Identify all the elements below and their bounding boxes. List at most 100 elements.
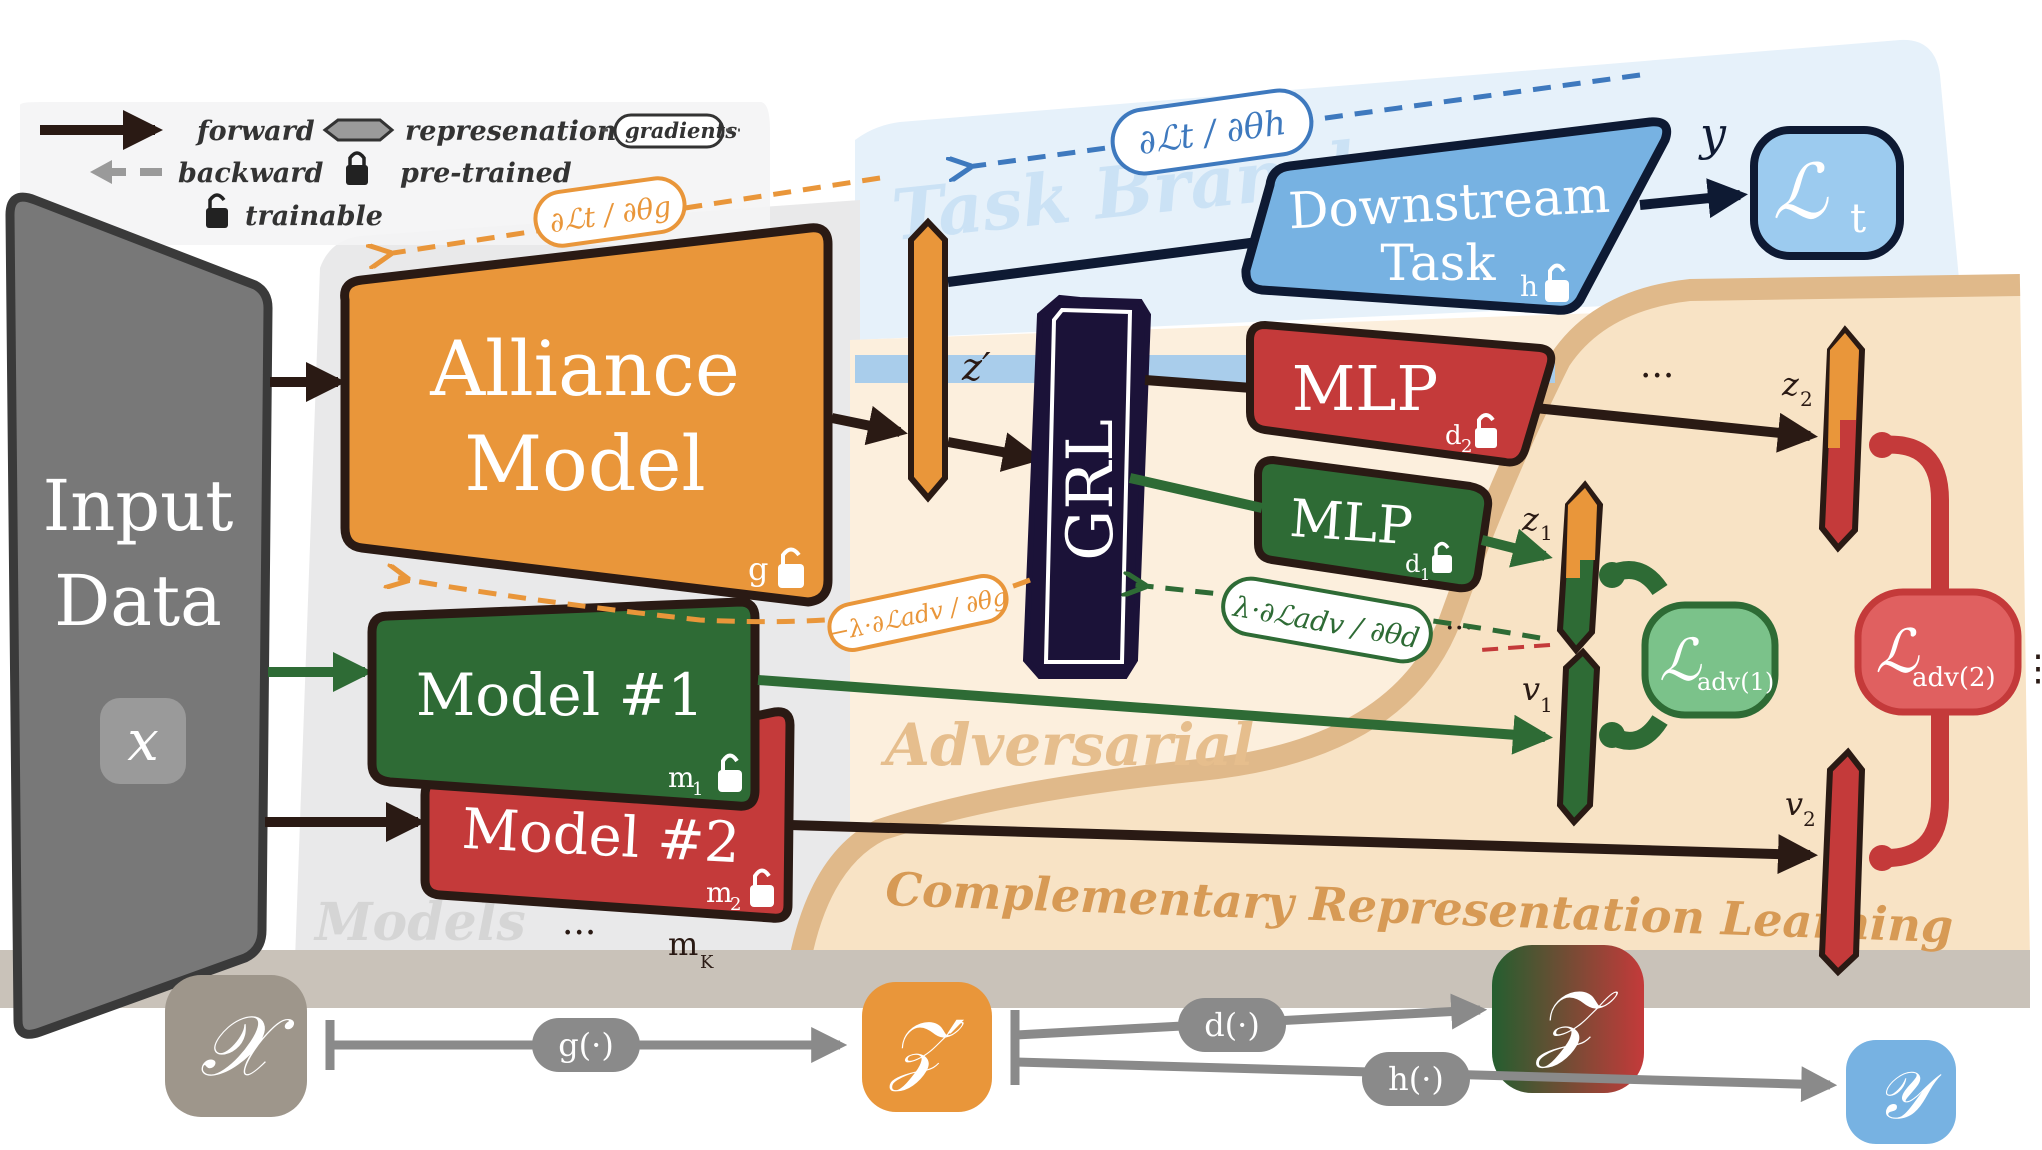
unlock-icon <box>206 193 228 228</box>
mlp-d2-idx: 2 <box>1461 436 1472 457</box>
v1-representation <box>1556 647 1601 827</box>
loss-adv1-box <box>1641 601 1779 719</box>
arrow-downstream-to-lt <box>1639 178 1748 219</box>
z1-label: z <box>1521 500 1540 538</box>
v2-representation <box>1818 747 1866 977</box>
model-k-idx: K <box>700 952 714 973</box>
model1-label: Model #1 <box>416 661 704 729</box>
alliance-model-line1: Alliance <box>429 324 740 413</box>
arrow-zprime-to-downstream <box>947 237 1259 287</box>
legend-backward-head <box>90 160 112 184</box>
y-label: y <box>1698 107 1727 161</box>
map-h-label: h(·) <box>1388 1060 1444 1098</box>
unlock-icon <box>1545 263 1569 302</box>
alliance-model-sub: g <box>748 550 768 588</box>
model1-idx: 1 <box>692 779 703 800</box>
grad-adv-d-red-dash <box>1479 643 1551 652</box>
legend-representation-icon <box>322 118 395 142</box>
space-z-box <box>1492 945 1644 1093</box>
grad-adv-g-pill <box>827 574 1009 652</box>
unlock-icon <box>718 753 742 792</box>
loss-adv2-symbol: ℒ <box>1875 617 1920 687</box>
map-h-pill <box>1362 1052 1470 1106</box>
alliance-model-line2: Model <box>464 419 706 508</box>
unlock-icon <box>778 547 804 588</box>
v2-label: v <box>1785 785 1803 823</box>
mlp-d2-block <box>1246 320 1556 467</box>
mlp-d1-label: MLP <box>1288 489 1415 557</box>
model2-sub: m <box>706 876 733 909</box>
map-g-label: g(·) <box>558 1026 614 1064</box>
unlock-icon <box>750 868 774 907</box>
adv2-connector-dot-top <box>1869 432 1895 458</box>
input-var-box <box>100 698 186 784</box>
grad-adv-d-pill <box>1221 576 1433 664</box>
grl-block <box>1022 294 1152 679</box>
arrow-mlp-d1-to-z1 <box>1480 528 1553 568</box>
grl-label: GRL <box>1054 419 1128 561</box>
space-zprime-box <box>862 982 992 1112</box>
z2-label: z <box>1781 365 1800 403</box>
loss-adv2-box <box>1854 588 2022 716</box>
arrow-model1-to-v1 <box>757 675 1553 755</box>
loss-task-index: t <box>1850 196 1866 242</box>
mlp-d2-label: MLP <box>1292 352 1438 425</box>
input-data-block <box>5 192 273 1039</box>
z-prime-label: z′ <box>961 345 991 389</box>
adv2-connector-dot-bottom <box>1869 845 1895 871</box>
arrow-grl-to-mlp-d1 <box>1128 473 1264 513</box>
adv1-connector-dot-top <box>1599 562 1625 588</box>
unlock-icon <box>1432 541 1452 573</box>
input-var-label: x <box>127 709 159 774</box>
space-y-box <box>1846 1040 1956 1144</box>
model2-label: Model #2 <box>460 797 741 876</box>
lock-icon <box>346 151 368 185</box>
bottom-ground-band <box>0 950 2030 1008</box>
input-data-line2: Data <box>54 560 222 642</box>
z1-idx: 1 <box>1540 521 1553 545</box>
mlp-d1-idx: 1 <box>1420 565 1430 584</box>
loss-task-symbol: ℒ <box>1773 147 1830 236</box>
legend-trainable-label: trainable <box>245 201 383 232</box>
model-k-sub: m <box>668 925 698 963</box>
space-zprime-label: 𝒵′ <box>887 1004 964 1093</box>
downstream-line2: Task <box>1380 234 1496 292</box>
legend-pretrained-label: pre-trained <box>400 158 572 189</box>
loss-adv1-index: adv(1) <box>1697 668 1774 696</box>
downstream-task-block <box>1241 117 1672 315</box>
downstream-sub: h <box>1520 270 1538 303</box>
legend-gradients-pill <box>613 113 725 149</box>
loss-adv2-index: adv(2) <box>1912 663 1996 693</box>
mlp-d2-sub: d <box>1445 421 1462 451</box>
v2-idx: 2 <box>1803 807 1816 831</box>
ellipsis-mlp: ··· <box>1640 356 1674 397</box>
space-x-box <box>165 975 307 1117</box>
grad-task-g-pill <box>533 176 687 248</box>
arrow-zprime-to-grl <box>947 432 1043 472</box>
ellipsis-right: ⋮ <box>2020 648 2042 689</box>
grad-task-h-pill <box>1110 88 1314 176</box>
z2-idx: 2 <box>1800 387 1813 411</box>
model2-idx: 2 <box>730 894 741 915</box>
mlp-d1-sub: d <box>1405 550 1420 578</box>
legend-gradients-label: gradients <box>625 118 737 143</box>
arrow-alliance-to-zprime <box>830 405 908 446</box>
model1-block <box>367 597 760 811</box>
grl-inner-border <box>1043 307 1133 664</box>
adv1-connector-dot-bottom <box>1599 722 1625 748</box>
z-prime-representation <box>908 217 948 503</box>
mlp-d1-block <box>1254 455 1493 593</box>
alliance-model-block <box>340 223 833 607</box>
arrow-model2-to-v2 <box>789 820 1818 875</box>
loss-task-box <box>1750 126 1904 260</box>
arrow-mlp-d2-to-z2 <box>1534 403 1818 453</box>
v1-idx: 1 <box>1540 693 1553 717</box>
z2-orange-part <box>1828 333 1859 448</box>
ellipsis-models: ··· <box>562 913 596 954</box>
z1-orange-part <box>1566 488 1597 578</box>
legend-representation-label: represenation <box>405 116 617 147</box>
map-g-pill <box>532 1018 640 1072</box>
loss-adv1-symbol: ℒ <box>1659 626 1702 694</box>
